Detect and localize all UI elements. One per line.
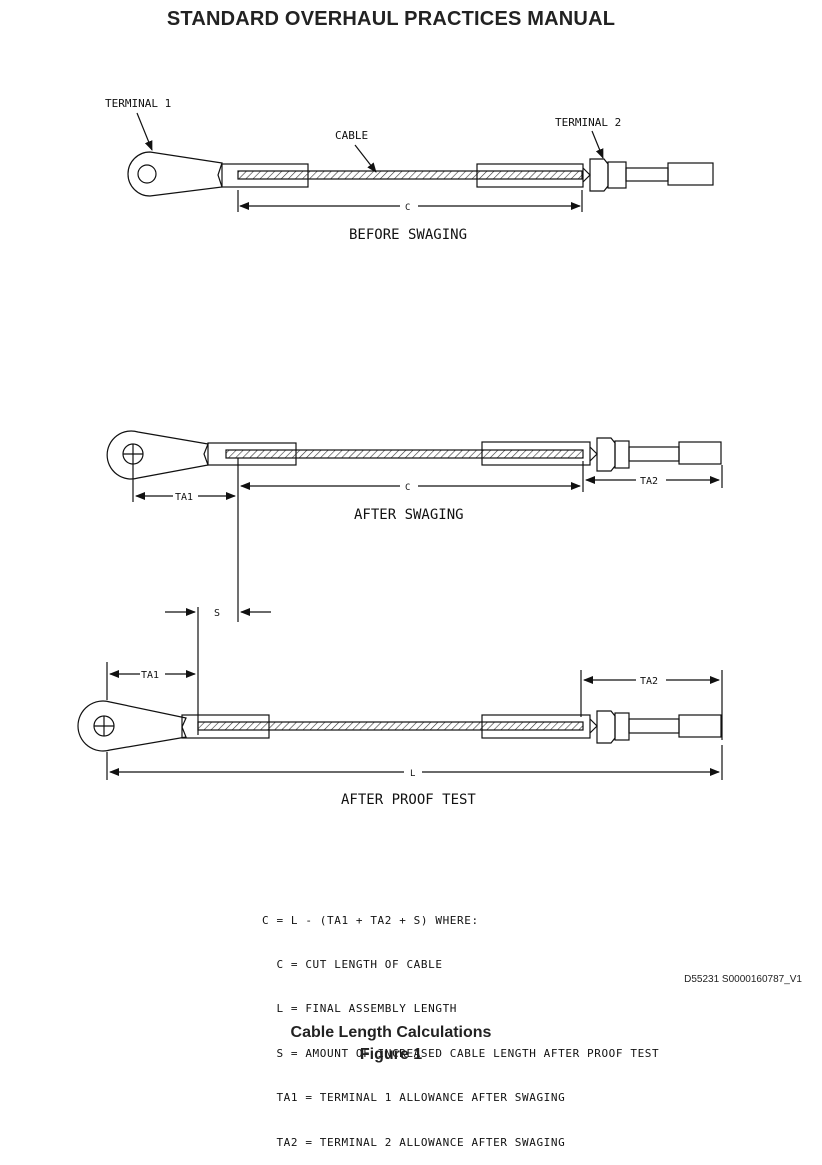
legend-line: C = L - (TA1 + TA2 + S) WHERE: [262, 913, 479, 927]
terminal-2-nut [589, 158, 609, 192]
terminal-1-label: TERMINAL 1 [105, 97, 171, 110]
terminal-1-hole [137, 164, 157, 184]
before-swaging-title: BEFORE SWAGING [349, 227, 467, 243]
c-label-before: C [405, 203, 410, 213]
cable-hatched [197, 721, 584, 731]
ta1-label-after-swaging: TA1 [175, 492, 193, 503]
terminal-2-collar [607, 161, 627, 189]
legend-line: C = CUT LENGTH OF CABLE [262, 957, 443, 971]
terminal-2-leader [591, 130, 604, 159]
drawing-id: D55231 S0000160787_V1 [684, 974, 802, 985]
legend-line: S = AMOUNT OF INCREASED CABLE LENGTH AFT… [262, 1046, 660, 1060]
terminal-1-eye [77, 700, 187, 752]
legend-line: TA2 = TERMINAL 2 ALLOWANCE AFTER SWAGING [262, 1135, 566, 1149]
l-label: L [410, 769, 415, 779]
terminal-1-leader [136, 112, 153, 151]
page-header: STANDARD OVERHAUL PRACTICES MANUAL [166, 8, 616, 30]
legend-line: L = FINAL ASSEMBLY LENGTH [262, 1002, 458, 1016]
terminal-1-eye [106, 430, 209, 480]
cable-label: CABLE [335, 129, 368, 142]
terminal-2-stem [625, 167, 669, 182]
terminal-2-end [678, 441, 722, 465]
legend-line: TA1 = TERMINAL 1 ALLOWANCE AFTER SWAGING [262, 1091, 566, 1105]
terminal-2-end [667, 162, 714, 186]
terminal-2-sleeve [481, 441, 591, 466]
cable-hatched [225, 449, 584, 459]
s-dimension [165, 607, 271, 735]
terminal-2-nut [596, 710, 616, 744]
after-proof-test-title: AFTER PROOF TEST [341, 792, 476, 808]
caption-title: Cable Length Calculations [290, 1024, 492, 1041]
terminal-2-sleeve [476, 163, 584, 188]
s-label: S [214, 608, 220, 619]
cable-hatched [237, 170, 583, 180]
terminal-2-sleeve [481, 714, 591, 739]
after-swaging-assembly [106, 430, 723, 622]
before-swaging-assembly [127, 112, 714, 212]
c-label-after-swaging: C [405, 483, 410, 493]
caption-figure-number: Figure 1 [359, 1046, 423, 1063]
ta2-label-after-swaging: TA2 [640, 476, 658, 487]
terminal-2-label: TERMINAL 2 [555, 116, 621, 129]
ta1-label-after-proof: TA1 [141, 670, 159, 681]
terminal-1-eye [127, 151, 223, 197]
terminal-2-end [678, 714, 722, 738]
after-proof-test-assembly [77, 662, 723, 780]
ta2-label-after-proof: TA2 [640, 676, 658, 687]
after-swaging-title: AFTER SWAGING [354, 507, 464, 523]
cable-leader [354, 144, 377, 173]
terminal-2-nut [596, 437, 616, 472]
figure-caption: Cable Length Calculations Figure 1 [0, 1022, 782, 1066]
cable-diagram: TERMINAL 1 CABLE TERMINAL 2 C BEFORE SWA… [77, 97, 723, 808]
